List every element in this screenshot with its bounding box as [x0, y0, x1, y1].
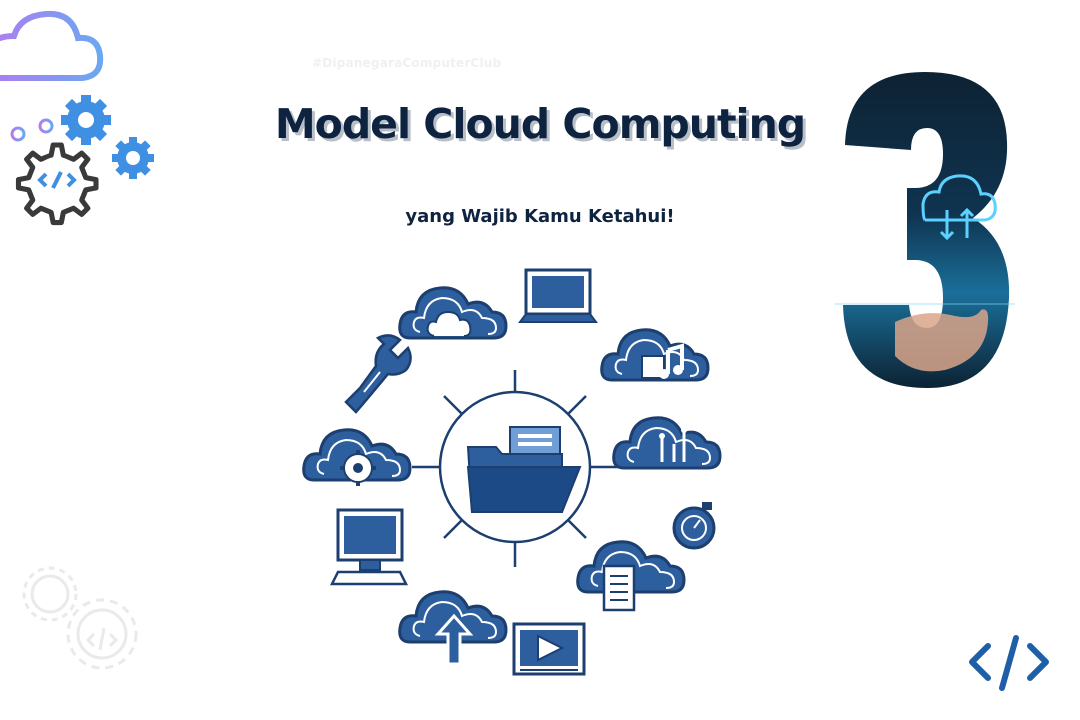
page-title: Model Cloud Computing: [274, 100, 806, 148]
code-brackets-icon: [969, 635, 1049, 691]
top-left-decoration: [0, 10, 154, 226]
cloud-sync-icon: [921, 174, 997, 241]
timer-icon: [672, 502, 716, 550]
gear-icon: [61, 95, 111, 145]
video-player-icon: [512, 622, 586, 676]
big-number-three: [835, 72, 1015, 388]
desktop-computer-icon: [329, 508, 409, 586]
hand-icon: [895, 309, 989, 372]
wrench-icon: [344, 334, 412, 414]
cloud-icon: [398, 286, 508, 340]
laptop-icon: [518, 268, 598, 323]
cloud-network-icon: [612, 416, 722, 470]
cloud-computing-illustration: [302, 268, 722, 676]
cloud-music-icon: [600, 328, 710, 382]
cloud-document-icon: [576, 540, 686, 612]
folder-icon: [466, 426, 582, 513]
faded-gears-icon: [22, 566, 138, 670]
cloud-upload-icon: [398, 590, 508, 666]
hashtag-watermark: #DipanegaraComputerClub: [312, 56, 502, 70]
cloud-network-icon: [0, 10, 104, 142]
code-gear-icon: [15, 142, 99, 226]
page-subtitle: yang Wajib Kamu Ketahui!: [405, 206, 675, 227]
cloud-settings-icon: [302, 428, 412, 486]
gear-icon: [112, 137, 154, 179]
